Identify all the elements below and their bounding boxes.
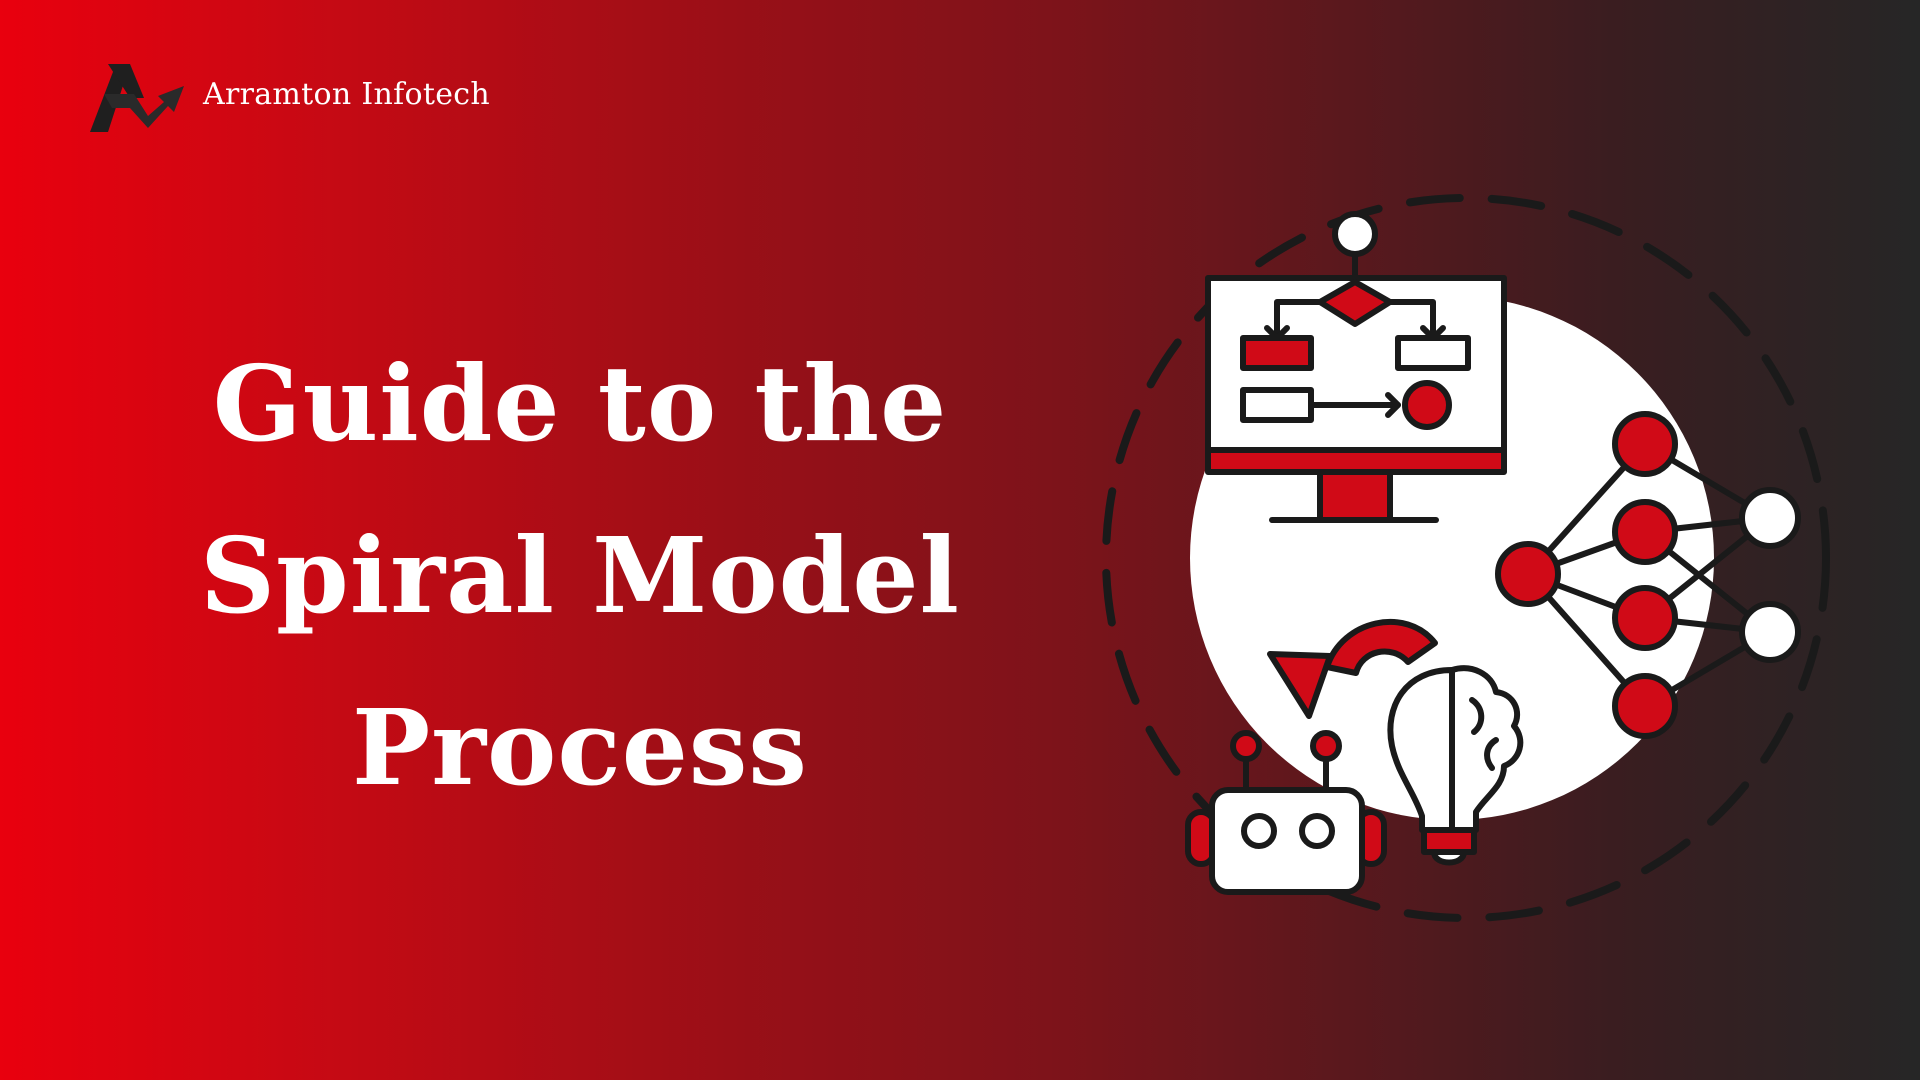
title-line-3: Process — [352, 686, 808, 809]
lightbulb-brain-icon — [1387, 665, 1524, 866]
refresh-arrow-icon — [1267, 618, 1438, 719]
brand-name: Arramton Infotech — [203, 76, 491, 112]
spiral-model-illustration — [1102, 194, 1830, 922]
title-line-2: Spiral Model — [199, 514, 961, 637]
neural-network-icon — [1495, 411, 1801, 739]
title-line-1: Guide to the — [212, 342, 948, 465]
page-title: Guide to the Spiral Model Process — [80, 318, 1080, 834]
arramton-logo-icon — [90, 64, 184, 132]
brand-header: Arramton Infotech — [86, 56, 490, 132]
flowchart-monitor-icon — [1205, 211, 1507, 523]
robot-head-icon — [1185, 730, 1387, 895]
dashed-orbit-icon — [1102, 194, 1830, 922]
